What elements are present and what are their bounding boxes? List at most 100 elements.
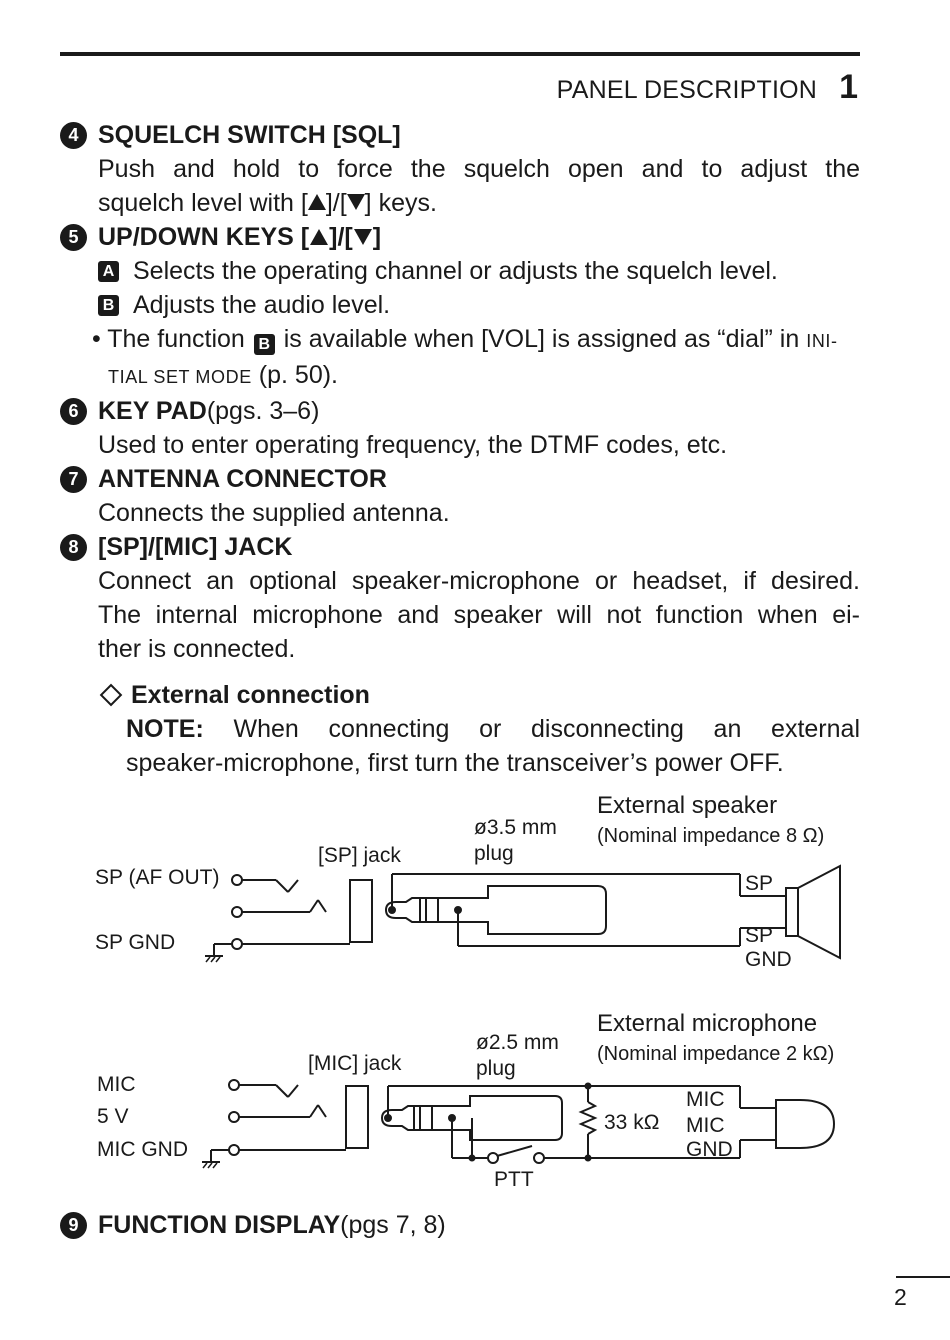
footer-rule	[896, 1276, 950, 1278]
item-title: ]	[372, 223, 382, 251]
item-title: [SP]/[MIC] JACK	[98, 533, 293, 561]
section-title: PANEL DESCRIPTION	[556, 76, 818, 104]
item-squelch-description: Push and hold to force the squelch open …	[98, 152, 860, 220]
external-connection-title: External connection	[131, 681, 370, 709]
item-display-heading: 9 FUNCTION DISPLAY (pgs 7, 8)	[60, 1211, 446, 1240]
terminal	[231, 938, 243, 950]
desc-line: Connect an optional speaker-microphone o…	[98, 567, 860, 595]
desc-text: ]/[	[325, 189, 347, 217]
note-label: NOTE:	[126, 715, 204, 743]
external-connection-note: NOTE: When connecting or disconnecting a…	[126, 712, 860, 780]
terminal	[231, 874, 243, 886]
sp-plug	[384, 885, 607, 935]
terminal	[231, 906, 243, 918]
pin-mic: MIC	[97, 1073, 136, 1096]
ptt-switch-contact	[533, 1152, 545, 1164]
ptt-label: PTT	[494, 1168, 534, 1191]
label-b-badge: B	[98, 294, 119, 316]
updown-sub-b: B Adjusts the audio level.	[98, 288, 860, 322]
desc-line: The internal microphone and speaker will…	[98, 601, 860, 629]
ext-speaker-title: External speaker	[597, 792, 777, 819]
updown-note: • The function B is available when [VOL]…	[92, 322, 860, 358]
pin-af-out: SP (AF OUT)	[95, 866, 219, 889]
item-updown-heading: 5 UP/DOWN KEYS [ ]/[]	[60, 220, 860, 254]
terminal	[228, 1111, 240, 1123]
item-keypad-description: Used to enter operating frequency, the D…	[98, 431, 728, 459]
note-text: When connecting or disconnecting an exte…	[203, 715, 860, 743]
note-smallcaps: INI-	[806, 331, 838, 351]
down-arrow-icon	[346, 194, 365, 210]
sub-text: Adjusts the audio level.	[133, 291, 391, 319]
speaker-icon	[785, 887, 799, 937]
desc-text: ] keys.	[364, 189, 437, 217]
ext-speaker-impedance: (Nominal impedance 8 Ω)	[597, 825, 824, 847]
label-a-badge: A	[98, 260, 119, 282]
item-number-badge: 6	[60, 397, 87, 425]
item-title: FUNCTION DISPLAY	[98, 1211, 341, 1239]
microphone-icon	[775, 1099, 836, 1149]
item-title: SQUELCH SWITCH [SQL]	[98, 121, 401, 149]
term-sp2: SP	[745, 924, 773, 947]
sub-text: Selects the operating channel or adjusts…	[133, 257, 778, 285]
sp-plug-size: ø3.5 mm	[474, 816, 557, 839]
updown-note-cont: TIAL SET MODE (p. 50).	[108, 358, 860, 394]
sp-jack-body	[349, 879, 373, 943]
terminal	[228, 1079, 240, 1091]
note-line: speaker-microphone, first turn the trans…	[126, 749, 784, 777]
terminal	[228, 1144, 240, 1156]
term-sp-gnd: GND	[745, 948, 792, 971]
running-header: PANEL DESCRIPTION 1	[557, 68, 858, 107]
note-line: NOTE: When connecting or disconnecting a…	[126, 712, 860, 746]
item-number-badge: 7	[60, 465, 87, 493]
item-jack-description: Connect an optional speaker-microphone o…	[98, 564, 860, 666]
item-number-badge: 4	[60, 121, 87, 149]
external-connection-heading: External connection	[98, 678, 860, 712]
down-arrow-icon	[353, 229, 372, 245]
mic-jack-body	[345, 1085, 369, 1149]
item-number-badge: 8	[60, 533, 87, 561]
note-text: is available when [VOL] is assigned as “…	[276, 325, 807, 353]
mic-plug	[380, 1095, 563, 1141]
desc-line: Push and hold to force the squelch open …	[98, 155, 860, 183]
pin-sp-gnd: SP GND	[95, 931, 175, 954]
page-ref: (pgs 7, 8)	[340, 1211, 446, 1239]
note-text: (p. 50).	[251, 361, 338, 389]
pin-mic-gnd: MIC GND	[97, 1138, 188, 1161]
item-number-badge: 5	[60, 223, 87, 251]
item-title: ANTENNA CONNECTOR	[98, 465, 387, 493]
item-antenna-description: Connects the supplied antenna.	[98, 499, 450, 527]
top-rule	[60, 52, 860, 56]
page-number: 2	[894, 1284, 907, 1310]
note-smallcaps: TIAL SET MODE	[108, 367, 252, 387]
item-title: UP/DOWN KEYS [	[98, 223, 310, 251]
desc-line: ther is connected.	[98, 635, 296, 663]
term-mic-gnd: GND	[686, 1138, 733, 1161]
term-mic: MIC	[686, 1088, 725, 1111]
item-squelch-heading: 4 SQUELCH SWITCH [SQL]	[60, 118, 860, 152]
ext-mic-title: External microphone	[597, 1010, 817, 1037]
item-antenna-heading: 7 ANTENNA CONNECTOR	[60, 462, 860, 496]
up-arrow-icon	[310, 229, 329, 245]
page-ref: (pgs. 3–6)	[206, 397, 320, 425]
sp-jack-label: [SP] jack	[318, 844, 401, 867]
item-title: ]/[	[329, 223, 353, 251]
mic-plug-label: plug	[476, 1057, 516, 1080]
ptt-switch-lever	[496, 1145, 533, 1157]
item-jack-heading: 8 [SP]/[MIC] JACK	[60, 530, 860, 564]
content: 4 SQUELCH SWITCH [SQL] Push and hold to …	[60, 118, 860, 780]
ext-mic-impedance: (Nominal impedance 2 kΩ)	[597, 1043, 834, 1065]
desc-text: squelch level with [	[98, 189, 308, 217]
updown-sub-a: A Selects the operating channel or adjus…	[98, 254, 860, 288]
up-arrow-icon	[307, 194, 326, 210]
pin-5v: 5 V	[97, 1105, 129, 1128]
term-sp: SP	[745, 872, 773, 895]
term-mic2: MIC	[686, 1114, 725, 1137]
item-title: KEY PAD	[98, 397, 207, 425]
section-number: 1	[839, 68, 858, 106]
item-number-badge: 9	[60, 1212, 87, 1239]
mic-jack-label: [MIC] jack	[308, 1052, 402, 1075]
note-text: • The function	[92, 325, 252, 353]
resistor-icon	[578, 1101, 598, 1135]
ptt-switch-contact	[487, 1152, 499, 1164]
